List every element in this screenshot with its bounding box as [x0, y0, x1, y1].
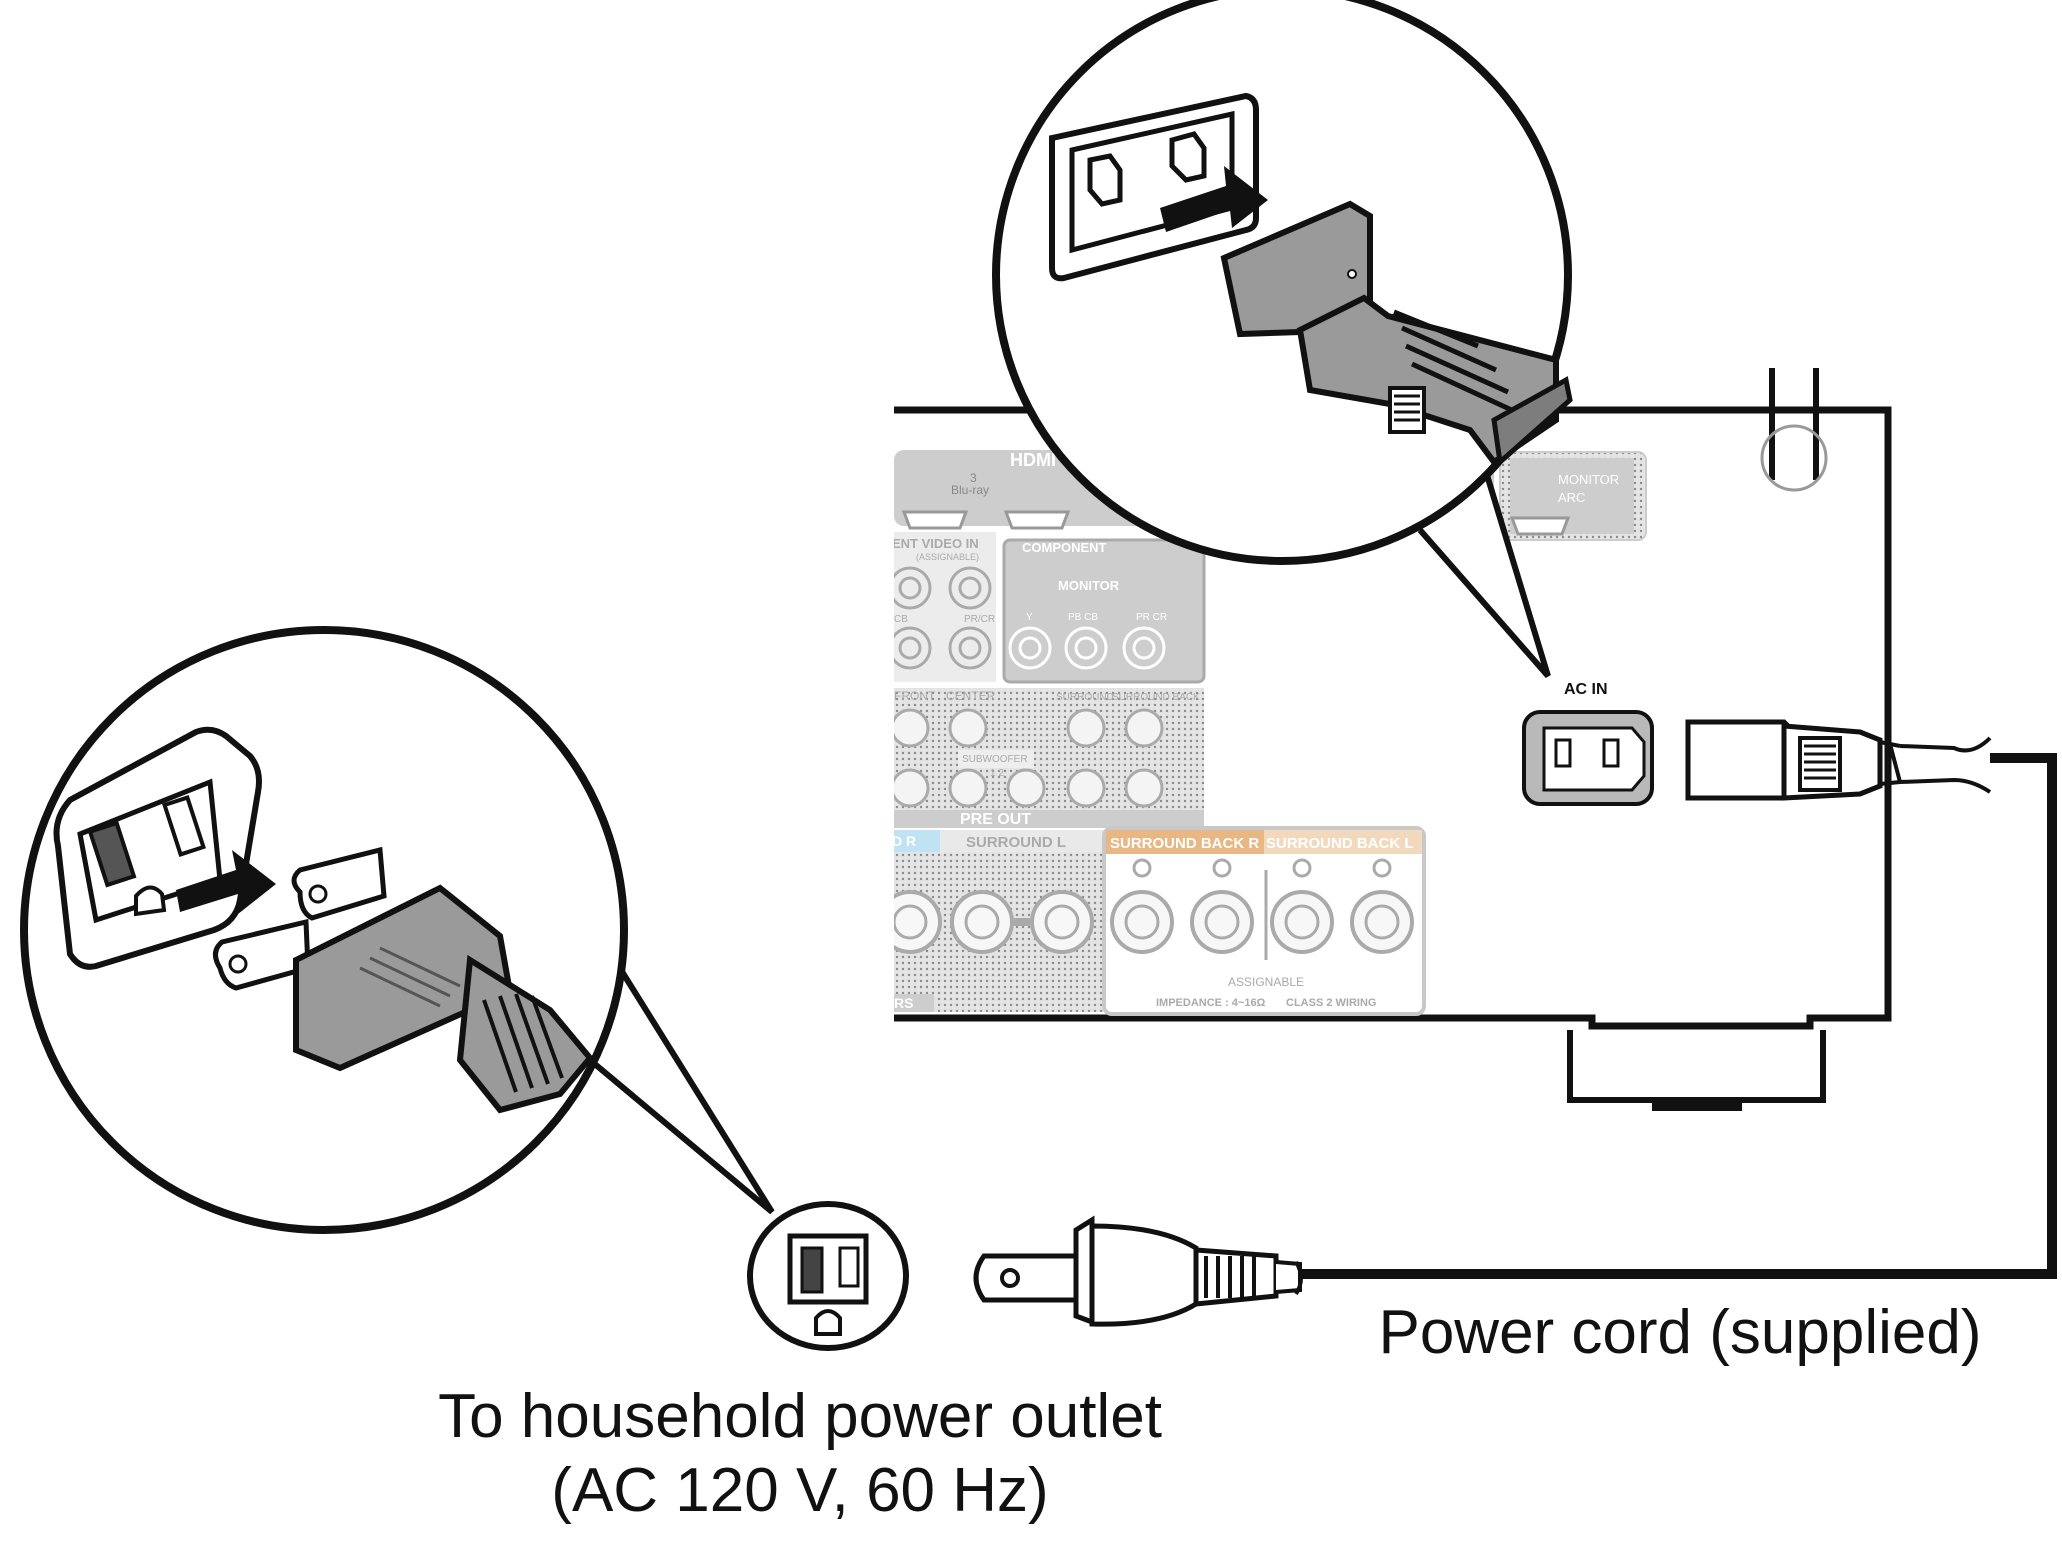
- rca-jack: [894, 566, 932, 610]
- rca-jack: [948, 626, 992, 670]
- component-out-label: COMPONENT: [1022, 540, 1107, 555]
- monitor-arc-label-1: MONITOR: [1558, 472, 1619, 487]
- speaker-surround-l-label: SURROUND L: [966, 834, 1066, 851]
- speaker-surround-back-r-label: SURROUND BACK R: [1110, 835, 1259, 852]
- ac-in-label: AC IN: [1564, 681, 1608, 698]
- outlet-caption-line2: (AC 120 V, 60 Hz): [551, 1456, 1049, 1526]
- ac-in-socket[interactable]: [1522, 710, 1654, 806]
- hdmi-label: HDMI: [1010, 450, 1056, 470]
- speakers-rs-label: RS: [894, 995, 913, 1011]
- cb-label: CB: [894, 614, 908, 625]
- prcr-label: PR CR: [1136, 612, 1167, 623]
- assignable-small-label: (ASSIGNABLE): [916, 552, 979, 562]
- wall-outlet-zoom-callout: [20, 626, 775, 1234]
- assignable-label: ASSIGNABLE: [1228, 975, 1304, 989]
- pbcb-label: PB CB: [1068, 612, 1098, 623]
- outlet-caption-line1: To household power outlet: [438, 1382, 1162, 1451]
- speaker-surround-back-l-label: SURROUND BACK L: [1266, 835, 1414, 852]
- prcr-left-label: PR/CR: [964, 614, 995, 625]
- front-label: FRONT: [894, 689, 936, 703]
- rca-jack: [948, 566, 992, 610]
- insert-arrow-icon: [176, 850, 276, 914]
- receiver-rear-panel: HDMI 3 Blu-ray MONITOR ARC ENT VIDEO IN …: [892, 368, 1992, 1111]
- center-label: CENTER: [946, 689, 996, 703]
- rca-jack: [894, 626, 932, 670]
- hdmi-3-label: 3: [970, 471, 977, 485]
- insert-arrow-icon: [1160, 166, 1268, 232]
- hdmi-port: [1003, 510, 1071, 530]
- nema-plug: [973, 1215, 1303, 1327]
- ac-in-zoom-callout: [992, 0, 1573, 678]
- outlet-caption: To household power outlet (AC 120 V, 60 …: [360, 1380, 1240, 1529]
- wall-outlet[interactable]: [747, 1201, 909, 1351]
- power-cord-caption: Power cord (supplied): [1378, 1298, 1982, 1367]
- pre-out-label: PRE OUT: [960, 811, 1031, 828]
- power-cord-line: [1300, 753, 2057, 1279]
- surround-label: SURROUND: [1056, 692, 1114, 703]
- subwoofer-numbers: 1 2: [990, 768, 1004, 779]
- class2-label: CLASS 2 WIRING: [1286, 997, 1376, 1009]
- monitor-arc-label-2: ARC: [1558, 490, 1585, 505]
- subwoofer-label: SUBWOOFER: [962, 754, 1028, 765]
- monitor-label: MONITOR: [1058, 578, 1120, 593]
- component-video-in-label: ENT VIDEO IN: [892, 536, 979, 551]
- bluray-label: Blu-ray: [951, 483, 989, 497]
- iec-power-plug: [1685, 719, 1992, 801]
- y-label: Y: [1026, 612, 1033, 623]
- impedance-label: IMPEDANCE : 4~16Ω: [1156, 997, 1266, 1009]
- surround-back-label: SURROUND BACK: [1112, 692, 1200, 703]
- speaker-dr-label: D R: [892, 833, 916, 849]
- hdmi-port: [901, 510, 969, 530]
